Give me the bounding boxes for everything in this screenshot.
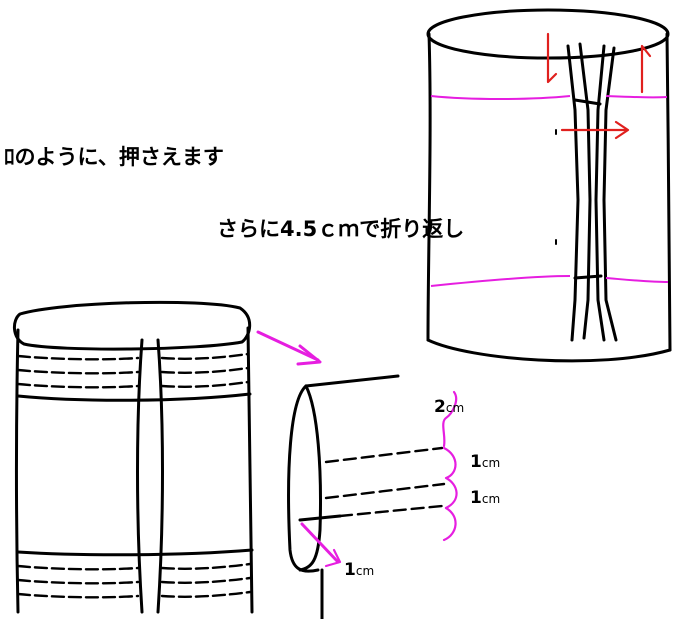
dimension-label: 2cm	[434, 399, 464, 416]
dimension-unit: cm	[355, 564, 375, 578]
dimension-unit: cm	[481, 492, 501, 506]
direction-arrows	[546, 32, 652, 140]
instruction-caption-press: ﾛのように、押さえます	[4, 145, 224, 169]
measurement-braces	[300, 390, 458, 568]
dimension-value: 1	[344, 560, 356, 580]
dimension-value: 1	[470, 452, 482, 472]
dimension-unit: cm	[481, 456, 501, 470]
dimension-unit: cm	[445, 401, 465, 415]
dimension-label: 1cm	[470, 454, 500, 471]
dimension-label: 1cm	[470, 490, 500, 507]
dimension-label: 1cm	[344, 562, 374, 579]
transition-arrow	[256, 330, 322, 366]
fold-guide-lines	[430, 95, 669, 287]
pressed-cylinder-illustration	[13, 300, 254, 614]
instruction-caption-fold: さらに4.5ｃｍで折り返し	[217, 217, 465, 241]
fold-detail-illustration	[287, 374, 446, 621]
dimension-value: 2	[434, 397, 446, 417]
dimension-value: 1	[470, 488, 482, 508]
